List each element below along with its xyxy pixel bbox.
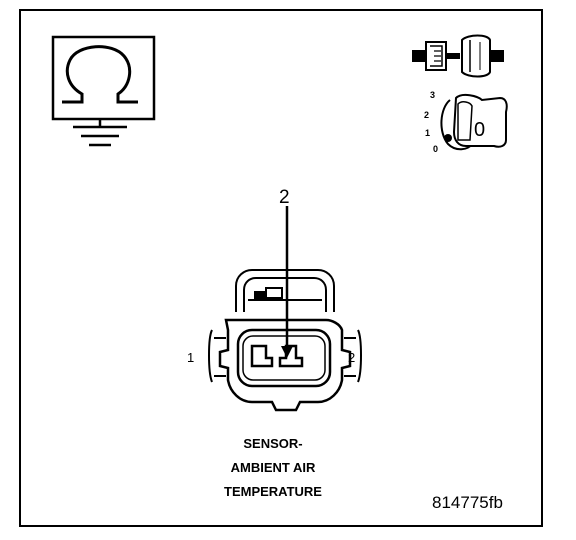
caption-line-1: SENSOR- — [243, 436, 302, 451]
ohmmeter-ground-icon — [51, 35, 156, 147]
pin-callout-number: 2 — [279, 187, 290, 208]
pin-label-2: 2 — [348, 350, 355, 365]
ignition-position-1: 1 — [425, 128, 430, 138]
caption-line-3: TEMPERATURE — [224, 484, 322, 499]
ignition-key-label: 0 — [474, 119, 485, 141]
figure-frame — [19, 9, 543, 527]
ignition-position-0: 0 — [433, 144, 438, 154]
ignition-position-2: 2 — [424, 110, 429, 120]
pin-label-1: 1 — [187, 350, 194, 365]
caption-line-2: AMBIENT AIR — [231, 460, 316, 475]
figure-code: 814775fb — [432, 493, 503, 512]
sensor-connector-face — [208, 269, 362, 412]
ignition-position-3: 3 — [430, 90, 435, 100]
disconnected-connector-icon — [412, 34, 504, 78]
ignition-key-icon: 3 2 1 0 0 — [424, 90, 508, 154]
